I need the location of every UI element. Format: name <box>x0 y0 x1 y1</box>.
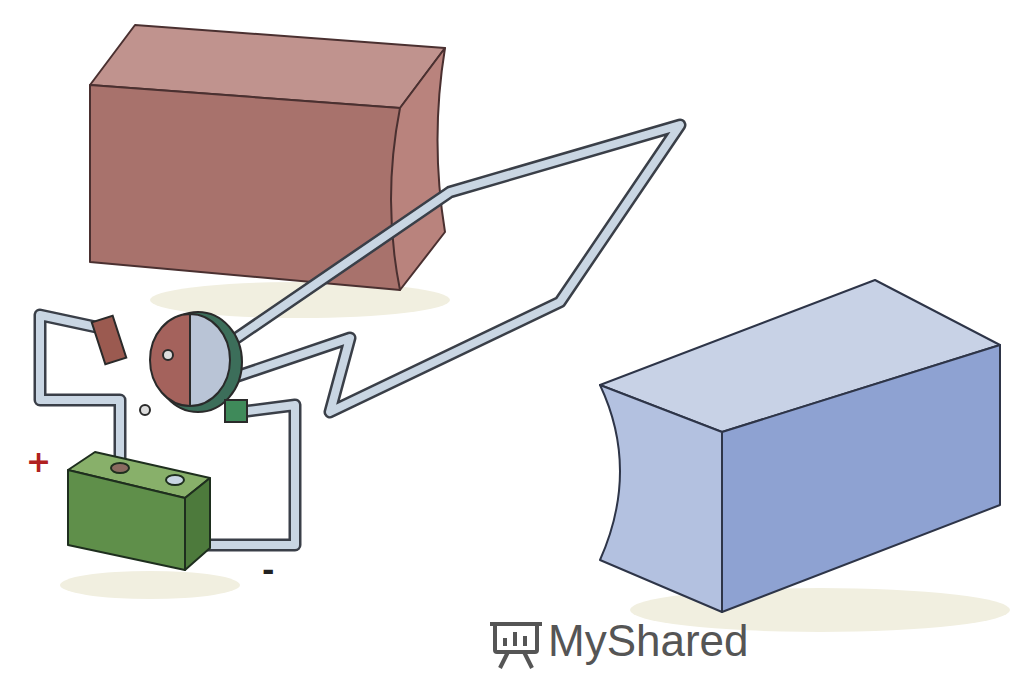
negative-terminal: - <box>262 556 274 586</box>
battery <box>68 452 210 570</box>
watermark-icon <box>490 624 542 668</box>
watermark: MyShared <box>548 619 749 663</box>
shadow <box>60 571 240 599</box>
wire-loop <box>222 125 680 412</box>
south-magnet <box>600 280 1000 612</box>
positive-terminal: + <box>26 447 51 477</box>
commutator <box>92 312 247 422</box>
north-magnet <box>90 25 445 290</box>
